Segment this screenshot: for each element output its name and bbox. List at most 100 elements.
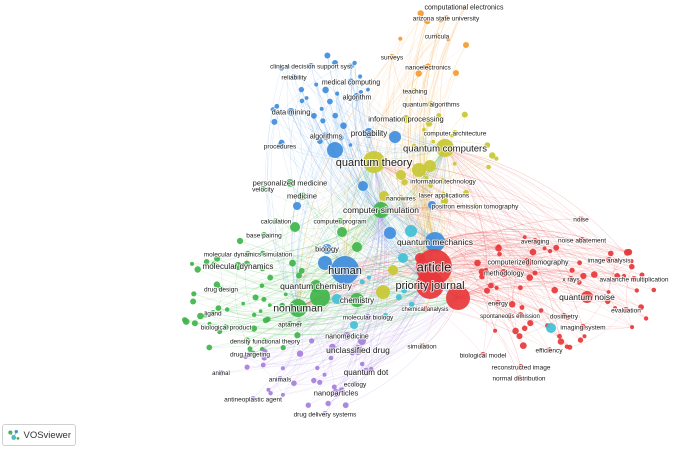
node-ecology[interactable]: [352, 381, 358, 387]
node-aptamer[interactable]: [287, 321, 293, 327]
node-nanoparticles[interactable]: [332, 389, 340, 397]
node-label-dosimetry[interactable]: dosimetry: [549, 312, 580, 321]
node-label-quantum-dot[interactable]: quantum dot: [343, 367, 390, 378]
node-label-nanomedicine[interactable]: nanomedicine: [324, 332, 370, 341]
node-label-priority-journal[interactable]: priority journal: [394, 279, 465, 293]
node-algorithms[interactable]: [322, 132, 330, 140]
node-label-molecular-dynamics[interactable]: molecular dynamics: [202, 261, 275, 272]
node-noise-abatement[interactable]: [579, 237, 585, 243]
node-priority-journal[interactable]: [416, 271, 444, 299]
node-computational-electronics[interactable]: [462, 5, 466, 9]
node-medicine[interactable]: [298, 192, 306, 200]
node-laser-applications[interactable]: [441, 192, 447, 198]
node-label-nanowires[interactable]: nanowires: [385, 194, 417, 203]
node-label-ligand[interactable]: ligand: [203, 309, 223, 318]
node-computer-architecture[interactable]: [452, 130, 458, 136]
node-quantum-computers[interactable]: [436, 139, 454, 157]
node-clinical-decision-support-syst[interactable]: [308, 63, 314, 69]
node-methodology[interactable]: [500, 269, 508, 277]
node-ligand[interactable]: [210, 310, 216, 316]
node-quantum-algorithms[interactable]: [428, 101, 434, 107]
node-label-teaching[interactable]: teaching: [402, 87, 429, 96]
vosviewer-badge[interactable]: VOSviewer: [2, 424, 76, 446]
node-label-curricula[interactable]: curricula: [424, 32, 451, 41]
node-energy[interactable]: [495, 300, 501, 306]
node-label-algorithm[interactable]: algorithm: [342, 93, 373, 102]
node-label-ecology[interactable]: ecology: [343, 380, 368, 389]
node-label-noise[interactable]: noise: [572, 215, 590, 224]
node-label-antineoplastic-agent[interactable]: antineoplastic agent: [223, 395, 283, 404]
node-chemical-analysis[interactable]: [422, 306, 428, 312]
node-label-molecular-dynamics-simulation[interactable]: molecular dynamics simulation: [203, 250, 294, 259]
node-label-chemical-analysis[interactable]: chemical analysis: [400, 306, 449, 314]
node-label-quantum-mechanics[interactable]: quantum mechanics: [396, 236, 474, 248]
node-animals[interactable]: [277, 376, 283, 382]
node-label-computer-architecture[interactable]: computer architecture: [423, 129, 488, 138]
node-nonhuman[interactable]: [289, 299, 307, 317]
node-surveys[interactable]: [389, 54, 395, 60]
node-reliability[interactable]: [291, 74, 297, 80]
node-label-base-pairing[interactable]: base pairing: [245, 231, 283, 240]
node-label-biology[interactable]: biology: [314, 244, 340, 255]
node-quantum-noise[interactable]: [581, 291, 593, 303]
node-quantum-theory[interactable]: [363, 151, 385, 173]
node-biological-model[interactable]: [480, 352, 486, 358]
node-data-mining[interactable]: [287, 108, 295, 116]
node-antineoplastic-agent[interactable]: [250, 396, 256, 402]
node-label-biological-model[interactable]: biological model: [459, 351, 508, 360]
node-algorithm[interactable]: [353, 93, 361, 101]
node-imaging-system[interactable]: [580, 324, 586, 330]
node-calculation[interactable]: [273, 218, 279, 224]
node-base-pairing[interactable]: [261, 232, 267, 238]
node-label-aptamer[interactable]: aptamer: [277, 320, 304, 329]
node-label-reconstructed-image[interactable]: reconstructed image: [491, 363, 552, 372]
node-label-averaging[interactable]: averaging: [520, 237, 551, 246]
node-label-positron-emission-tomography[interactable]: positron emission tomography: [431, 202, 520, 211]
node-information-technology[interactable]: [440, 178, 446, 184]
node-label-imaging-system[interactable]: imaging system: [559, 323, 606, 332]
node-image-analysis[interactable]: [606, 257, 612, 263]
node-human[interactable]: [331, 256, 359, 284]
node-label-normal-distribution[interactable]: normal distribution: [491, 374, 546, 383]
node-density-functional-theory[interactable]: [262, 338, 268, 344]
node-normal-distribution[interactable]: [516, 375, 522, 381]
node-medical-computing[interactable]: [347, 78, 355, 86]
node-label-probability[interactable]: probability: [350, 128, 388, 139]
node-label-image-analysis[interactable]: image analysis: [587, 256, 633, 265]
node-label-energy[interactable]: energy: [487, 299, 510, 308]
node-label-data-mining[interactable]: data mining: [271, 107, 312, 118]
node-quantum-mechanics[interactable]: [425, 232, 445, 252]
node-reconstructed-image[interactable]: [518, 364, 524, 370]
node-computer-program[interactable]: [337, 218, 343, 224]
node-label-algorithms[interactable]: algorithms: [309, 132, 344, 141]
node-label-computerized-tomography[interactable]: computerized tomography: [487, 258, 570, 267]
node-molecular-dynamics-simulation[interactable]: [245, 251, 251, 257]
node-label-medical-computing[interactable]: medical computing: [321, 78, 381, 87]
node-label-nanoparticles[interactable]: nanoparticles: [313, 388, 360, 399]
node-label-animals[interactable]: animals: [268, 375, 293, 384]
node-label-density-functional-theory[interactable]: density functional theory: [229, 337, 302, 346]
node-label-simulation[interactable]: simulation: [406, 342, 438, 351]
node-nanomedicine[interactable]: [343, 332, 351, 340]
node-label-laser-applications[interactable]: laser applications: [418, 191, 471, 200]
node-label-evaluation[interactable]: evaluation: [610, 306, 642, 315]
node-label-reliability[interactable]: reliability: [280, 73, 308, 82]
node-label-human[interactable]: human: [327, 264, 363, 278]
node-information-processing[interactable]: [402, 115, 410, 123]
node-x-rays[interactable]: [568, 276, 574, 282]
node-quantum-chemistry[interactable]: [310, 280, 322, 292]
node-positron-emission-tomography[interactable]: [472, 203, 478, 209]
node-label-computational-electronics[interactable]: computational electronics: [424, 3, 505, 12]
node-arizona-state-university[interactable]: [443, 15, 449, 21]
node-label-avalanche-multiplication[interactable]: avalanche multiplication: [598, 275, 669, 284]
node-animal[interactable]: [218, 370, 224, 376]
node-label-procedures[interactable]: procedures: [263, 142, 298, 151]
node-drug-design[interactable]: [218, 286, 224, 292]
node-label-quantum-chemistry[interactable]: quantum chemistry: [279, 280, 354, 292]
node-evaluation[interactable]: [623, 307, 629, 313]
node-nanowires[interactable]: [398, 195, 404, 201]
node-label-velocity[interactable]: velocity: [251, 185, 275, 194]
node-drug-targeting[interactable]: [247, 351, 253, 357]
